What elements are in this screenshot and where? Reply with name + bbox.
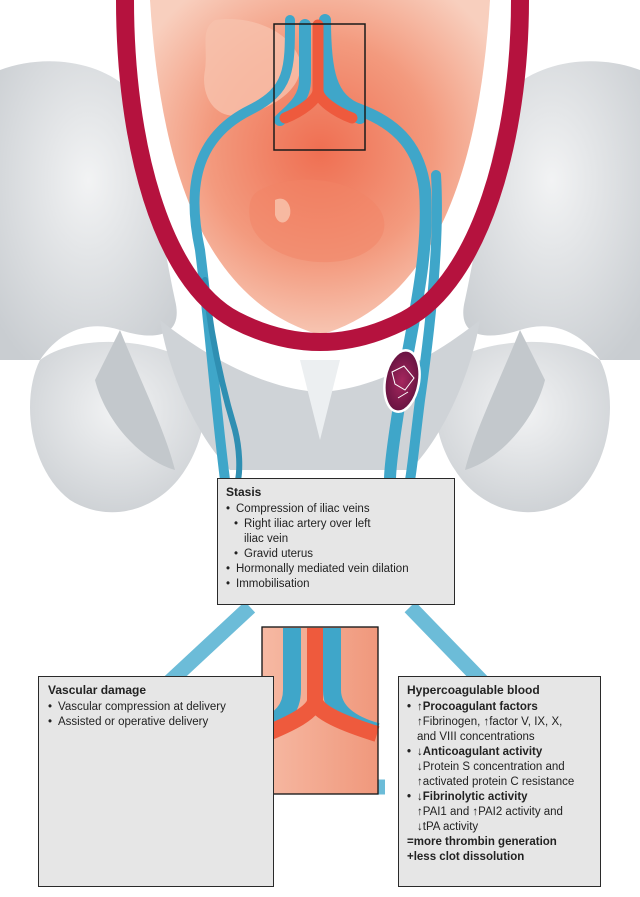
- hypercoagulable-title: Hypercoagulable blood: [407, 683, 540, 697]
- list-item: Hormonally mediated vein dilation: [226, 562, 446, 577]
- list-item: Compression of iliac veins: [226, 502, 446, 517]
- summary-thrombin: =more thrombin generation: [407, 836, 557, 848]
- vein-compression-inset: [258, 626, 380, 795]
- list-item: ↑Fibrinogen, ↑factor V, IX, X,: [417, 716, 563, 728]
- vascular-damage-box: Vascular damage Vascular compression at …: [38, 676, 274, 887]
- zoom-frame: [273, 23, 366, 151]
- vascular-damage-title: Vascular damage: [48, 683, 147, 697]
- list-item: Right iliac artery over left: [226, 517, 446, 532]
- list-item: ↓Anticoagulant activity: [407, 745, 592, 760]
- thrombus-icon: [383, 349, 421, 413]
- summary-clot: +less clot dissolution: [407, 851, 525, 863]
- hypercoagulable-list: ↑Procoagulant factors ↑Fibrinogen, ↑fact…: [407, 700, 592, 835]
- list-item: iliac vein: [244, 533, 289, 545]
- list-item: and VIII concentrations: [417, 731, 535, 743]
- hypercoagulable-blood-box: Hypercoagulable blood ↑Procoagulant fact…: [398, 676, 601, 887]
- list-item: ↑PAI1 and ↑PAI2 activity and: [417, 806, 563, 818]
- stasis-title: Stasis: [226, 485, 262, 499]
- iliac-artery: [116, 0, 529, 352]
- iliac-veins: [189, 14, 442, 486]
- list-item: ↓Fibrinolytic activity: [407, 790, 592, 805]
- list-item: Immobilisation: [226, 577, 446, 592]
- stasis-list: Compression of iliac veins Right iliac a…: [226, 502, 446, 592]
- vascular-damage-list: Vascular compression at delivery Assiste…: [48, 700, 264, 730]
- list-item: ↑Procoagulant factors: [407, 700, 592, 715]
- list-item: ↓Protein S concentration and: [417, 761, 565, 773]
- list-item: Assisted or operative delivery: [48, 715, 264, 730]
- vessel-bifurcation: [274, 19, 366, 126]
- list-item: ↑activated protein C resistance: [417, 776, 575, 788]
- list-item: Gravid uterus: [226, 547, 446, 562]
- list-item: ↓tPA activity: [417, 821, 479, 833]
- stasis-box: Stasis Compression of iliac veins Right …: [217, 478, 455, 605]
- list-item: Vascular compression at delivery: [48, 700, 264, 715]
